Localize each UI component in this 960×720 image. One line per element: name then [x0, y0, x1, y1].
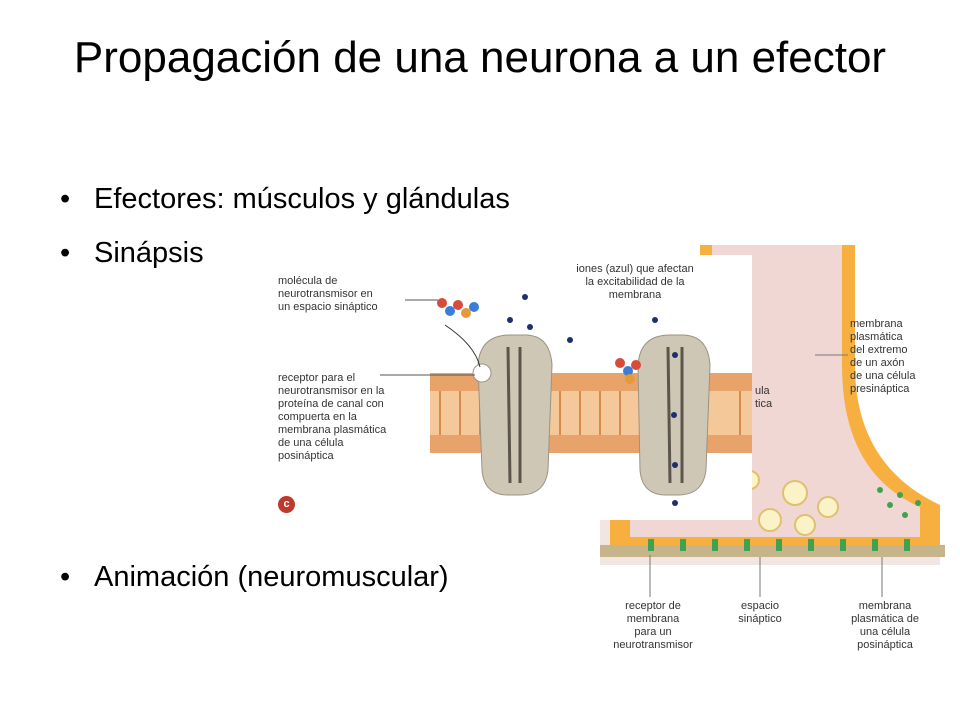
bullet-dot: •: [60, 237, 71, 269]
label-ions: iones (azul) que afectan la excitabilida…: [576, 263, 694, 301]
ion-channel-figure: [270, 255, 752, 520]
slide-title: Propagación de una neurona a un efector: [73, 33, 887, 82]
panel-letter-badge: c: [278, 496, 295, 513]
label-postsynaptic-membrane: membrana plasmática de una célula posiná…: [851, 600, 919, 651]
channel-protein-left: [472, 334, 553, 496]
bullet-text: Animación (neuromuscular): [94, 561, 449, 593]
membrane-receptors: [648, 487, 921, 551]
bullet-text: Efectores: músculos y glándulas: [94, 183, 510, 215]
bullet-animation: • Animación (neuromuscular): [60, 560, 449, 594]
bullet-text: Sinápsis: [94, 237, 204, 269]
bullet-effectors: • Efectores: músculos y glándulas: [60, 182, 510, 216]
neurotransmitter-molecule: [437, 298, 479, 318]
bullet-dot: •: [60, 183, 71, 215]
leader-lines: [649, 354, 883, 597]
label-receptor: receptor para el neurotransmisor en la p…: [278, 372, 387, 462]
inset-leader-lines: [380, 299, 475, 376]
neurotransmitter-bound: [615, 358, 641, 384]
bullet-dot: •: [60, 561, 71, 593]
bullet-synapse: • Sinápsis: [60, 236, 204, 270]
label-receptor-membrane: receptor de membrana para un neurotransm…: [613, 600, 693, 651]
postsynaptic-membrane: [600, 545, 945, 557]
ions: [507, 294, 678, 506]
label-neurotransmitter: molécula de neurotransmisor en un espaci…: [278, 275, 378, 313]
label-synaptic-space: espacio sináptico: [738, 600, 782, 625]
label-axon-membrane: membrana plasmática del extremo de un ax…: [850, 318, 916, 395]
